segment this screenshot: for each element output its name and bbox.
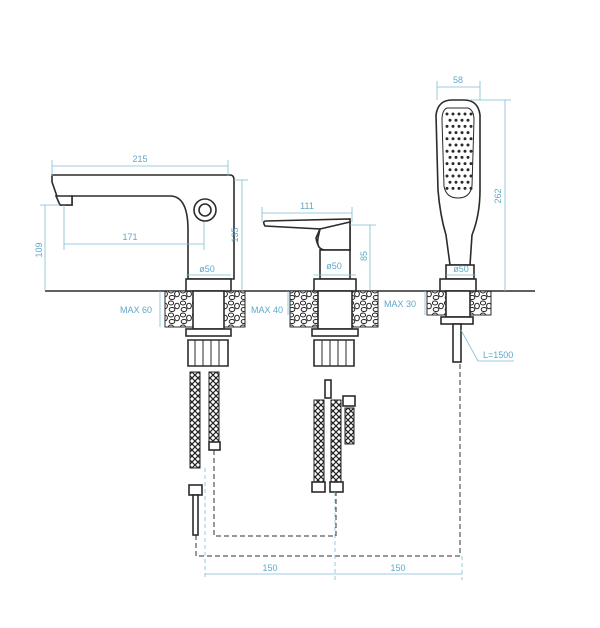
nozzle-dot (454, 143, 458, 147)
nozzle-dot (463, 162, 467, 166)
dim-spout-reach: 171 (122, 232, 137, 242)
shower-nozzle-grid (445, 112, 473, 190)
nozzle-dot (463, 174, 467, 178)
nozzle-dot (454, 155, 458, 159)
nozzle-dot (445, 149, 449, 153)
mixer (262, 218, 359, 493)
nozzle-dot (451, 186, 455, 190)
nozzle-dot (457, 174, 461, 178)
dim-deck-max-mixer: MAX 40 (251, 305, 283, 315)
dim-spacing-left: 150 (262, 563, 277, 573)
nozzle-dot (454, 131, 458, 135)
nozzle-dot (463, 124, 467, 128)
hand-shower (435, 99, 481, 363)
nozzle-dot (460, 131, 464, 135)
dim-hose-length: L=1500 (483, 350, 513, 360)
dim-shower-diameter: ø50 (453, 264, 469, 274)
nozzle-dot (445, 112, 449, 116)
nozzle-dot (457, 124, 461, 128)
dim-mixer-height: 85 (359, 251, 369, 261)
nozzle-dot (448, 155, 452, 159)
dim-spout-width: 215 (132, 154, 147, 164)
nozzle-dot (445, 162, 449, 166)
nozzle-dot (448, 180, 452, 184)
nozzle-dot (460, 143, 464, 147)
nozzle-dot (454, 168, 458, 172)
nozzle-dot (448, 131, 452, 135)
nozzle-dot (457, 112, 461, 116)
dimension-labels: 215 171 109 135 ø50 MAX 60 111 85 ø50 MA… (34, 75, 513, 573)
dim-shower-height: 262 (493, 188, 503, 203)
dimension-lines (40, 81, 514, 580)
nozzle-dot (460, 155, 464, 159)
dim-deck-max-shower: MAX 30 (384, 299, 416, 309)
nozzle-dot (466, 131, 470, 135)
nozzle-dot (454, 118, 458, 122)
nozzle-dot (469, 112, 473, 116)
nozzle-dot (451, 137, 455, 141)
dim-spout-diameter: ø50 (199, 264, 215, 274)
nozzle-dot (451, 124, 455, 128)
nozzle-dot (460, 180, 464, 184)
nozzle-dot (457, 162, 461, 166)
nozzle-dot (460, 118, 464, 122)
dim-deck-max-spout: MAX 60 (120, 305, 152, 315)
nozzle-dot (457, 186, 461, 190)
dim-mixer-diameter: ø50 (326, 261, 342, 271)
nozzle-dot (451, 162, 455, 166)
nozzle-dot (469, 186, 473, 190)
nozzle-dot (469, 137, 473, 141)
dim-mixer-width: 111 (300, 201, 314, 211)
nozzle-dot (445, 137, 449, 141)
dim-spacing-right: 150 (390, 563, 405, 573)
nozzle-dot (463, 149, 467, 153)
hidden-hose-routing (195, 362, 461, 557)
nozzle-dot (466, 155, 470, 159)
nozzle-dot (463, 112, 467, 116)
nozzle-dot (454, 180, 458, 184)
nozzle-dot (466, 168, 470, 172)
nozzle-dot (451, 112, 455, 116)
nozzle-dot (451, 149, 455, 153)
nozzle-dot (469, 124, 473, 128)
dim-spout-total-height: 135 (230, 227, 240, 242)
nozzle-dot (466, 143, 470, 147)
nozzle-dot (451, 174, 455, 178)
nozzle-dot (448, 118, 452, 122)
dim-spout-height: 109 (34, 242, 44, 257)
nozzle-dot (457, 137, 461, 141)
nozzle-dot (457, 149, 461, 153)
nozzle-dot (448, 143, 452, 147)
nozzle-dot (466, 180, 470, 184)
nozzle-dot (460, 168, 464, 172)
nozzle-dot (469, 162, 473, 166)
nozzle-dot (445, 124, 449, 128)
spout (51, 174, 235, 536)
nozzle-dot (466, 118, 470, 122)
nozzle-dot (445, 174, 449, 178)
nozzle-dot (448, 168, 452, 172)
nozzle-dot (445, 186, 449, 190)
nozzle-dot (463, 186, 467, 190)
dim-shower-width: 58 (453, 75, 463, 85)
nozzle-dot (463, 137, 467, 141)
nozzle-dot (469, 174, 473, 178)
nozzle-dot (469, 149, 473, 153)
